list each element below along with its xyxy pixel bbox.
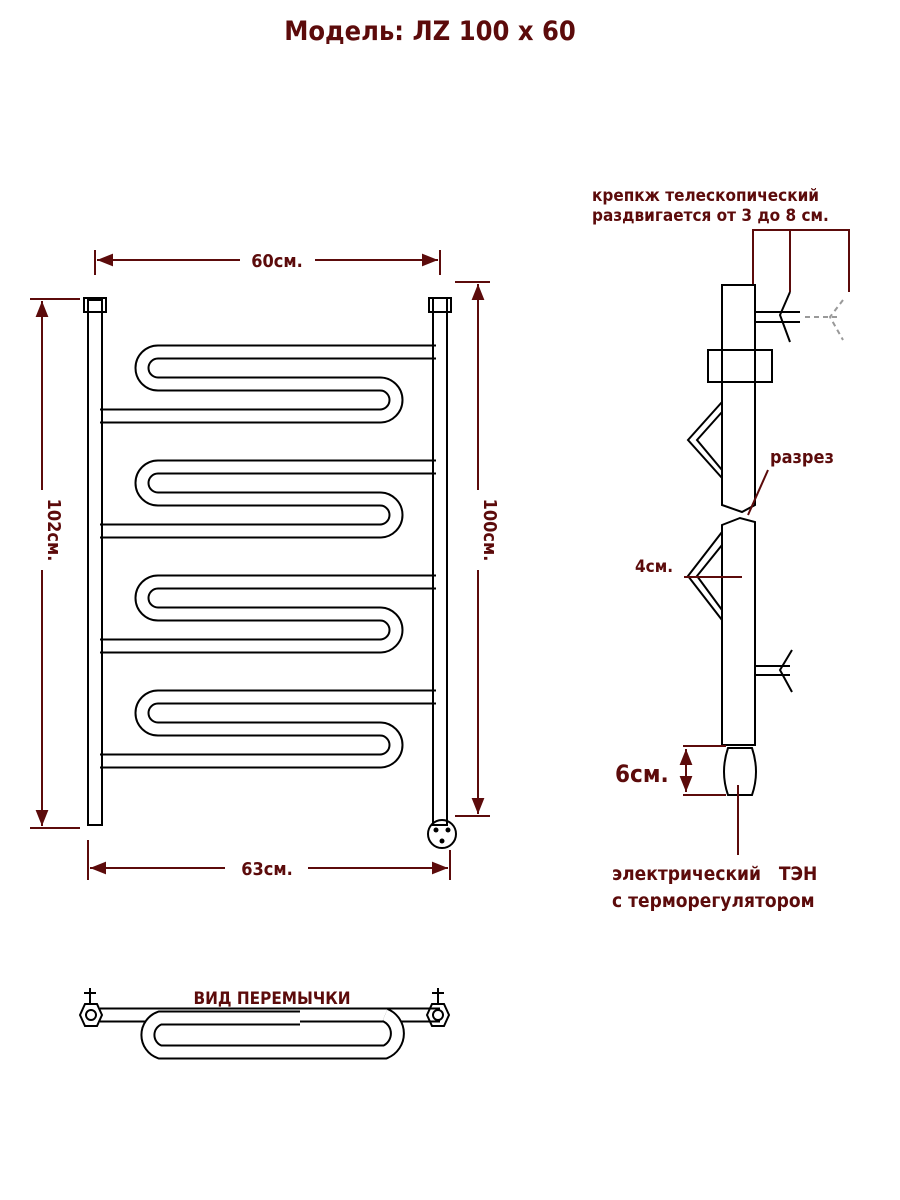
bracket-note-line2: раздвигается от 3 до 8 см. <box>592 206 829 226</box>
jumper-view-label: ВИД ПЕРЕМЫЧКИ <box>193 989 350 1009</box>
mount-block <box>707 349 773 383</box>
heater-label-line1: электрический ТЭН <box>612 863 817 885</box>
dim-width-inner: 60см. <box>251 251 303 272</box>
bracket-range-lines <box>752 229 850 292</box>
pipe-loop-3 <box>100 576 436 652</box>
right-fitting <box>425 988 451 1027</box>
section-label: разрез <box>770 447 834 468</box>
jumper-view: ВИД ПЕРЕМЫЧКИ <box>78 988 451 1060</box>
pipe-loop-4 <box>100 691 436 767</box>
upright-lower <box>721 516 756 746</box>
heater-height-label: 6см. <box>615 760 669 788</box>
dim-width-outer: 63см. <box>241 859 293 880</box>
upright-upper <box>721 284 756 514</box>
section-leader <box>747 469 769 516</box>
front-view: 60см. 63см. 102см. 100см. <box>30 250 500 880</box>
heater-dim-ext <box>683 745 726 796</box>
left-upright <box>87 299 103 826</box>
right-upright <box>432 297 448 826</box>
heater-connector <box>427 819 457 849</box>
pipe-loop-1 <box>100 346 436 422</box>
right-mount-cap <box>428 297 452 313</box>
dim-height-outer: 102см. <box>43 499 64 562</box>
heater-body <box>723 747 757 796</box>
serpentine-pipes <box>100 344 436 769</box>
model-title: Модель: ЛZ 100 х 60 <box>284 16 576 47</box>
left-mount-cap <box>83 297 107 313</box>
pipe-loop-2 <box>100 461 436 537</box>
side-view: крепкж телескопический раздвигается от 3… <box>592 186 850 912</box>
telescopic-bracket <box>755 291 844 343</box>
depth-label: 4см. <box>635 557 673 577</box>
heater-label-line2: с терморегулятором <box>612 890 815 912</box>
dim-height-inner: 100см. <box>479 499 500 562</box>
bracket-note-line1: крепкж телескопический <box>592 186 819 206</box>
pipe-section-upper <box>686 401 723 479</box>
lower-bracket <box>755 649 793 693</box>
left-fitting <box>78 988 104 1027</box>
